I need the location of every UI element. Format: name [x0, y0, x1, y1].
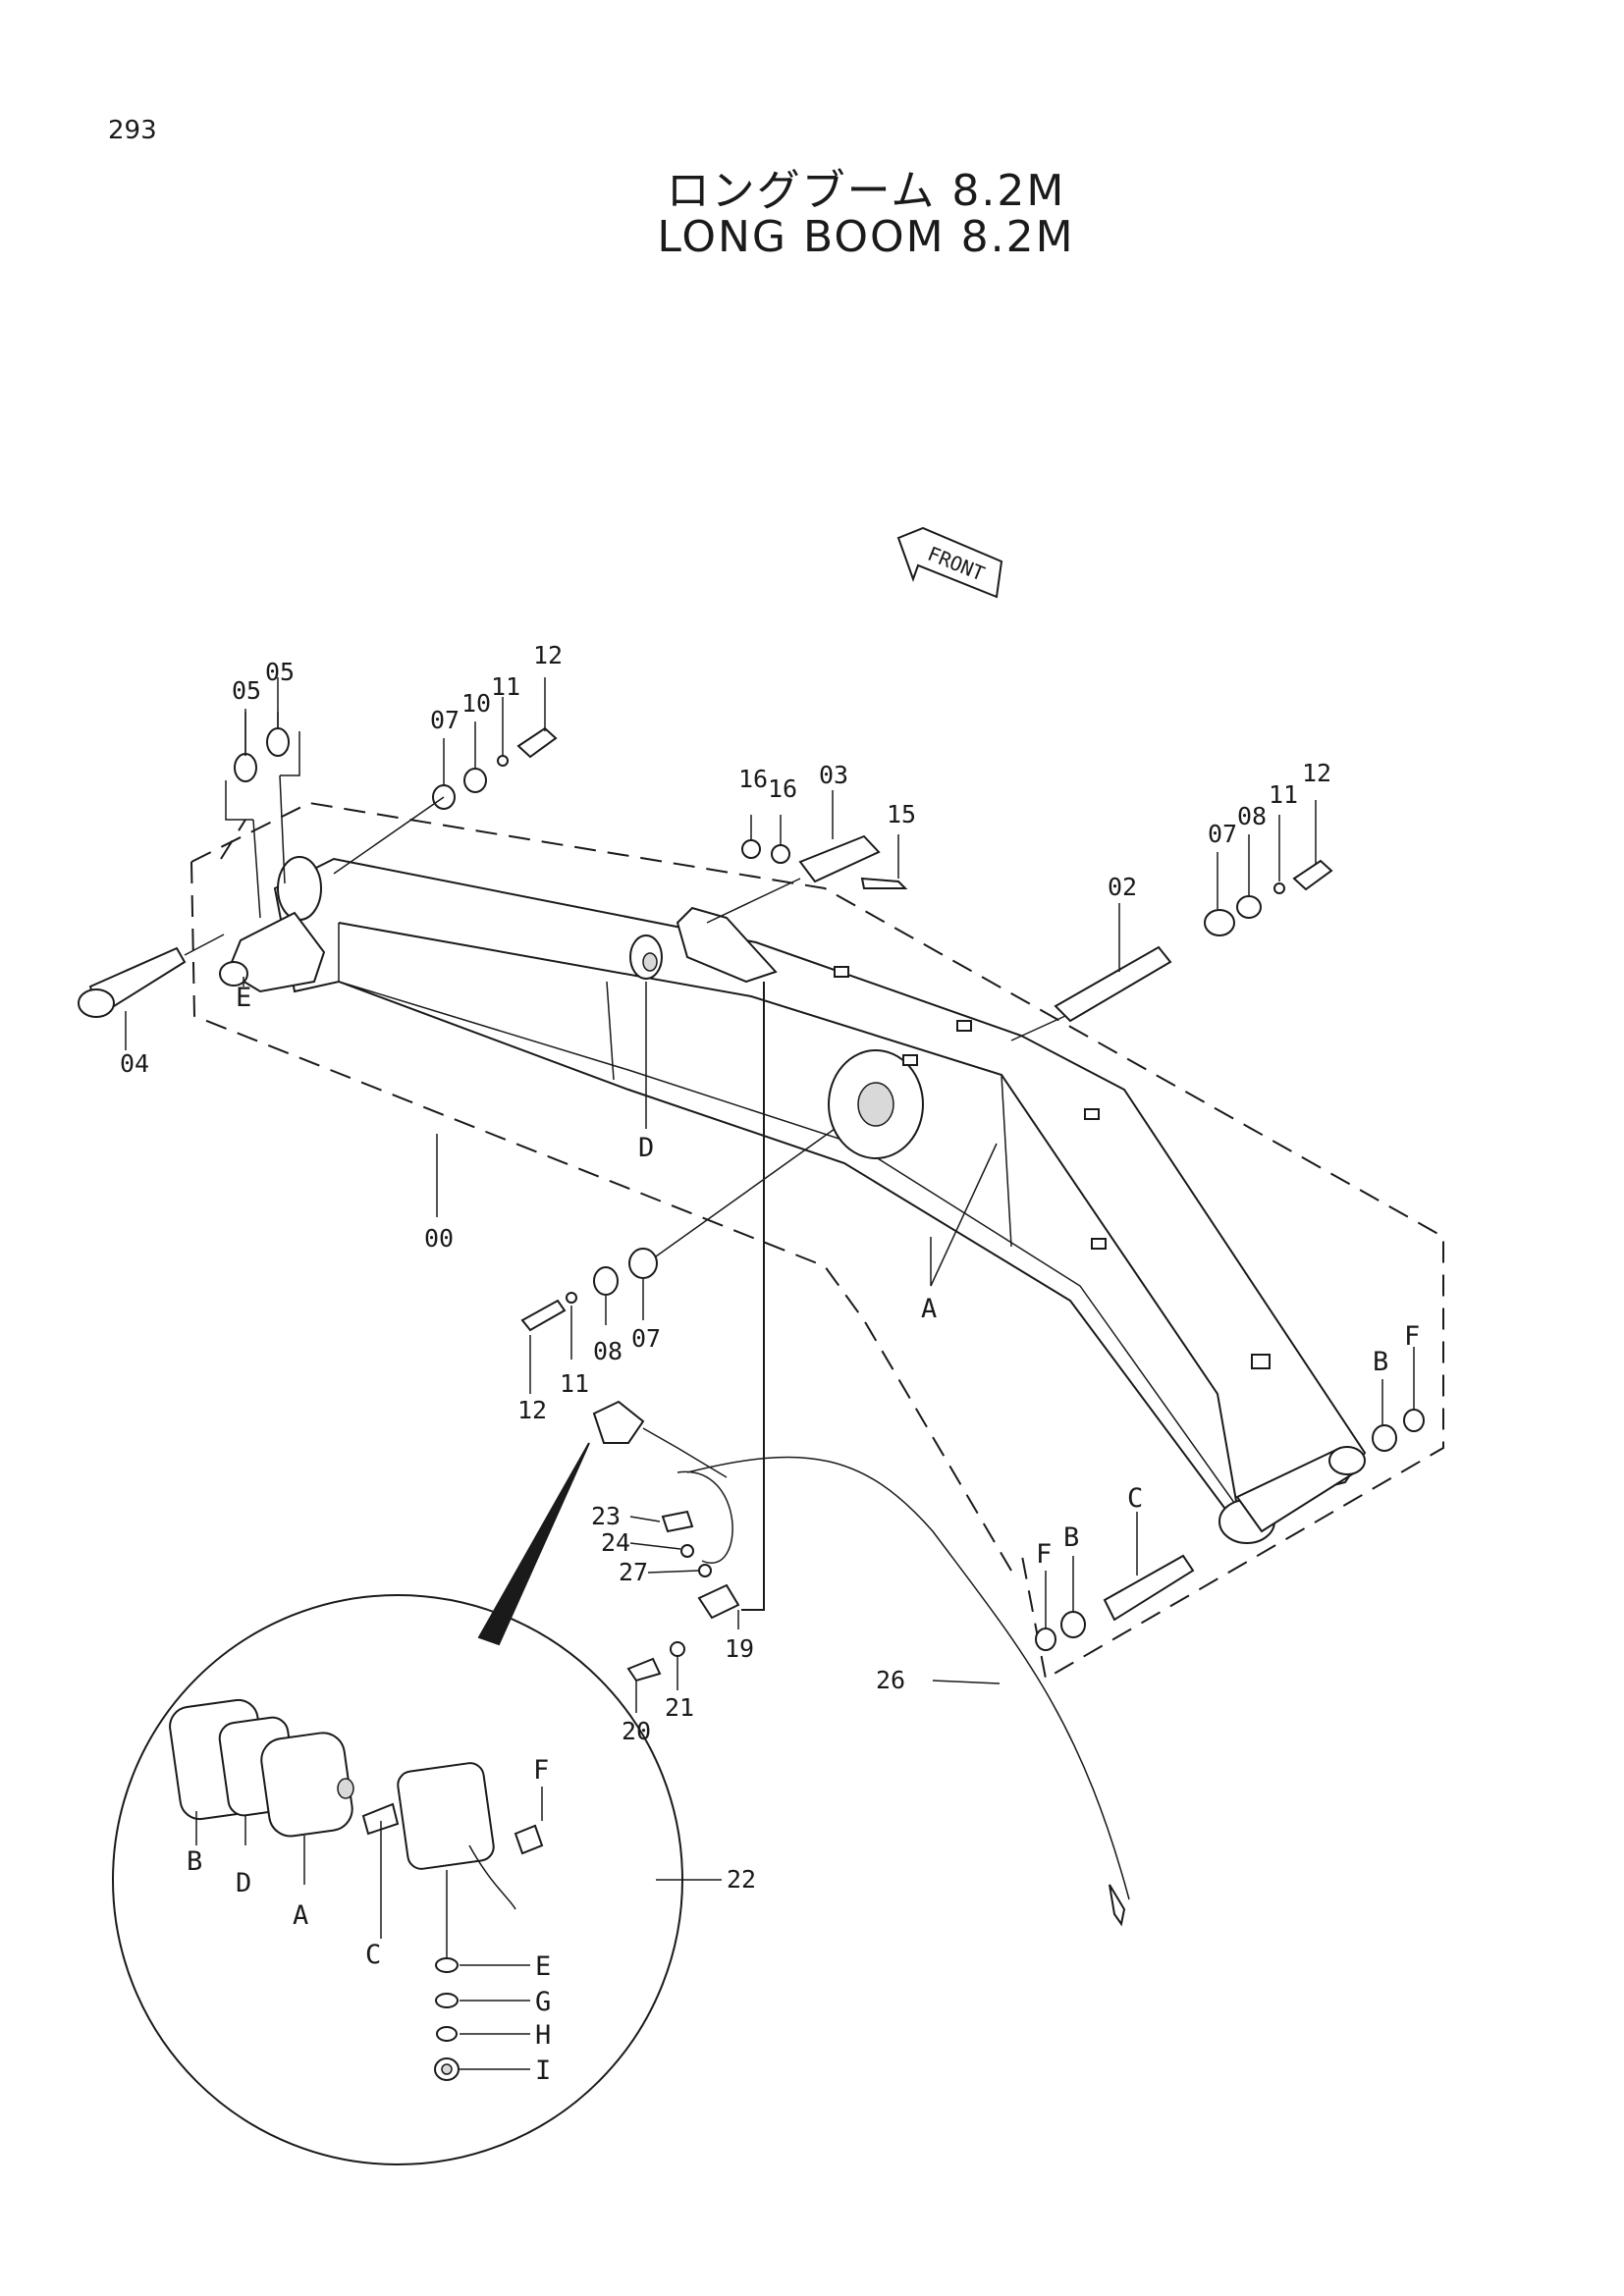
callout-12b: 12 [1302, 759, 1331, 787]
lamp-detail-parts [169, 1698, 544, 2081]
lamp-small [592, 1400, 645, 1444]
callout-f-upper: F [1404, 1321, 1420, 1352]
pin-03 [798, 834, 881, 883]
bolt-15 [860, 877, 908, 889]
bracket-19 [697, 1583, 740, 1620]
callout-05a: 05 [232, 676, 261, 705]
pin-c [1103, 1554, 1195, 1622]
cable-end-26 [1109, 1884, 1126, 1927]
detail-label-i: I [535, 2056, 551, 2086]
callout-f-lower: F [1036, 1539, 1052, 1570]
clamp-27 [698, 1564, 712, 1577]
washer-21 [670, 1641, 685, 1657]
clip-24 [680, 1544, 694, 1558]
lockwasher-11c [566, 1292, 577, 1304]
pin-04 [78, 934, 225, 1018]
harness-wire [642, 1427, 1130, 1900]
callout-07c: 07 [631, 1324, 661, 1353]
nut-16b [771, 844, 790, 864]
callout-08a: 08 [1237, 802, 1267, 830]
callout-d: D [638, 1133, 654, 1163]
callout-12c: 12 [517, 1396, 547, 1424]
callout-20: 20 [622, 1717, 651, 1745]
callout-labels: 05 05 07 10 11 12 04 E 00 D 16 16 03 15 … [120, 641, 1420, 1894]
pin-02 [1054, 945, 1172, 1023]
bolt-12b [1292, 859, 1333, 891]
lockwasher-11a [497, 755, 509, 767]
bushing-b-lower [1060, 1611, 1086, 1638]
callout-05b: 05 [265, 658, 295, 686]
lamp-detail-circle [112, 1594, 683, 2165]
seal-f-upper [1403, 1409, 1425, 1432]
callout-b-lower: B [1063, 1522, 1079, 1553]
callout-22: 22 [727, 1865, 756, 1894]
detail-label-d: D [236, 1868, 251, 1898]
callout-b-upper: B [1373, 1347, 1388, 1377]
bushing-b-upper [1372, 1424, 1397, 1452]
callout-a: A [921, 1294, 937, 1324]
callout-08b: 08 [593, 1337, 623, 1365]
plate-08b [593, 1266, 619, 1296]
washer-07c [628, 1248, 658, 1279]
callout-11a: 11 [491, 672, 520, 701]
bolt-12c [520, 1299, 567, 1332]
callout-e: E [236, 983, 251, 1013]
callout-24: 24 [601, 1528, 630, 1557]
callout-12a: 12 [533, 641, 563, 669]
detail-label-c: C [365, 1940, 381, 1970]
detail-label-g: G [535, 1987, 551, 2017]
leader-lines [125, 677, 1415, 1881]
washer-07b [1204, 909, 1235, 936]
callout-07b: 07 [1208, 820, 1237, 848]
callout-04: 04 [120, 1049, 149, 1078]
boom-body [273, 856, 1367, 1544]
callout-11c: 11 [560, 1369, 589, 1398]
detail-label-e: E [535, 1951, 551, 1982]
lockwasher-11b [1273, 882, 1285, 894]
callout-02: 02 [1108, 873, 1137, 901]
foot-link [219, 911, 326, 993]
nut-16a [741, 839, 761, 859]
detail-label-h: H [535, 2020, 551, 2051]
callout-15: 15 [887, 800, 916, 828]
plate-10 [463, 768, 487, 793]
bolt-23 [661, 1510, 694, 1533]
title-english: LONG BOOM 8.2M [657, 212, 1075, 262]
bolt-20 [626, 1657, 662, 1682]
bolt-12a [516, 726, 558, 759]
washer-05a [234, 753, 257, 782]
washer-05b [266, 727, 290, 757]
callout-16a: 16 [738, 765, 768, 793]
page-number: 293 [108, 116, 157, 145]
callout-03: 03 [819, 761, 848, 789]
callout-07a: 07 [430, 706, 460, 734]
callout-10: 10 [461, 689, 491, 718]
callout-11b: 11 [1269, 780, 1298, 809]
callout-16b: 16 [768, 774, 797, 803]
boom-assembly-outline [190, 801, 1444, 1681]
detail-label-b: B [187, 1846, 202, 1877]
detail-label-a: A [293, 1900, 308, 1931]
callout-21: 21 [665, 1693, 694, 1722]
detail-leader [477, 1442, 590, 1646]
callout-c: C [1127, 1483, 1143, 1514]
callout-00: 00 [424, 1224, 454, 1253]
plate-08a [1236, 895, 1262, 919]
detail-label-f: F [533, 1755, 549, 1786]
front-arrow-icon: FRONT [896, 526, 1003, 599]
seal-f-lower [1035, 1628, 1056, 1651]
title-japanese: ロングブーム 8.2M [666, 166, 1066, 216]
callout-23: 23 [591, 1502, 621, 1530]
callout-27: 27 [619, 1558, 648, 1586]
callout-19: 19 [725, 1634, 754, 1663]
lamp-detail-labels: B D A C F E G H I [187, 1755, 551, 2086]
callout-26: 26 [876, 1666, 905, 1694]
